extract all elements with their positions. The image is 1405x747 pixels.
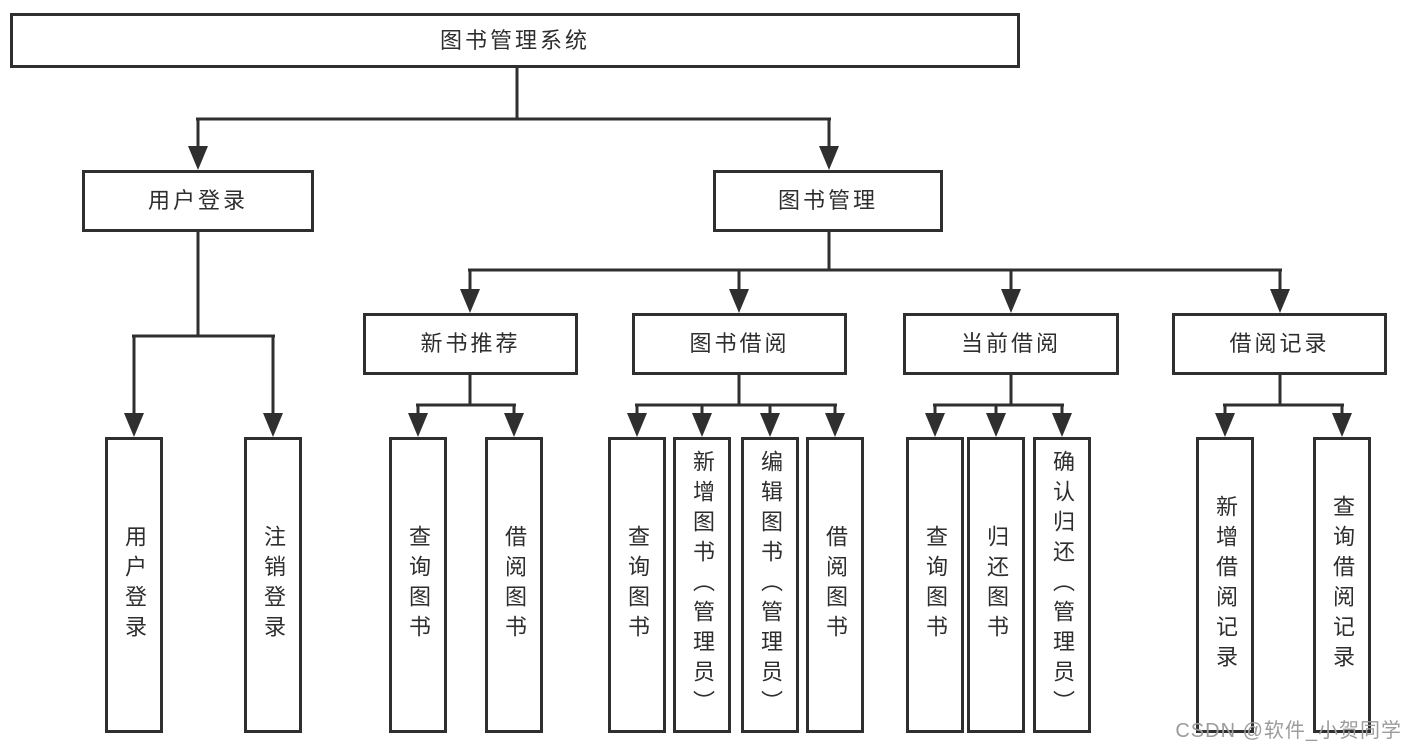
node-book-management-label: 图书管理	[777, 188, 878, 213]
node-current-borrow-label: 当前借阅	[960, 331, 1061, 356]
arrowhead-leaf-user-login	[124, 413, 144, 437]
leaf-nb-borrow-books: 借阅图书	[485, 437, 543, 733]
leaf-nb-query-books-label: 查询图书	[406, 525, 431, 645]
node-current-borrow: 当前借阅	[903, 313, 1119, 375]
leaf-logout: 注销登录	[244, 437, 302, 733]
leaf-bb-edit-book-admin: 编辑图书（管理员）	[741, 437, 799, 733]
leaf-bb-query-books-label: 查询图书	[625, 525, 650, 645]
node-book-borrow-label: 图书借阅	[689, 331, 790, 356]
arrowhead-book-borrow	[729, 289, 749, 313]
arrowhead-bb-query	[627, 413, 647, 437]
arrowhead-nb-borrow	[504, 413, 524, 437]
leaf-bb-query-books: 查询图书	[608, 437, 666, 733]
leaf-nb-query-books: 查询图书	[389, 437, 447, 733]
node-book-borrow: 图书借阅	[632, 313, 847, 375]
node-user-login-label: 用户登录	[147, 188, 248, 213]
arrowhead-leaf-logout	[263, 413, 283, 437]
leaf-bb-borrow-books: 借阅图书	[806, 437, 864, 733]
arrowhead-bb-add	[692, 413, 712, 437]
arrowhead-nb-query	[408, 413, 428, 437]
leaf-bb-add-book-admin-label: 新增图书（管理员）	[690, 450, 715, 720]
node-user-login: 用户登录	[82, 170, 314, 232]
node-borrow-records: 借阅记录	[1172, 313, 1387, 375]
leaf-cb-confirm-return-admin-label: 确认归还（管理员）	[1050, 450, 1075, 720]
arrowhead-book-management	[819, 146, 839, 170]
leaf-bb-add-book-admin: 新增图书（管理员）	[673, 437, 731, 733]
watermark: CSDN @软件_小贺同学	[1175, 720, 1402, 742]
node-library-management-system: 图书管理系统	[10, 13, 1020, 68]
arrowhead-new-book	[460, 289, 480, 313]
leaf-cb-return-books-label: 归还图书	[984, 525, 1009, 645]
leaf-cb-confirm-return-admin: 确认归还（管理员）	[1033, 437, 1091, 733]
leaf-cb-query-books-label: 查询图书	[923, 525, 948, 645]
arrowhead-current-borrow	[1001, 289, 1021, 313]
leaf-br-add-record-label: 新增借阅记录	[1213, 495, 1238, 675]
arrowhead-borrow-records	[1270, 289, 1290, 313]
leaf-cb-return-books: 归还图书	[967, 437, 1025, 733]
arrowhead-br-query	[1332, 413, 1352, 437]
arrowhead-cb-confirm	[1052, 413, 1072, 437]
arrowhead-cb-query	[925, 413, 945, 437]
leaf-cb-query-books: 查询图书	[906, 437, 964, 733]
arrowhead-user-login	[188, 146, 208, 170]
arrowhead-bb-borrow	[825, 413, 845, 437]
arrowhead-cb-return	[986, 413, 1006, 437]
leaf-br-add-record: 新增借阅记录	[1196, 437, 1254, 733]
node-new-book-recommend-label: 新书推荐	[420, 331, 521, 356]
node-borrow-records-label: 借阅记录	[1229, 331, 1330, 356]
leaf-user-login-label: 用户登录	[122, 525, 147, 645]
node-library-management-system-label: 图书管理系统	[439, 27, 590, 53]
leaf-logout-label: 注销登录	[261, 525, 286, 645]
arrowhead-bb-edit	[760, 413, 780, 437]
leaf-nb-borrow-books-label: 借阅图书	[502, 525, 527, 645]
node-new-book-recommend: 新书推荐	[363, 313, 578, 375]
leaf-br-query-record-label: 查询借阅记录	[1330, 495, 1355, 675]
leaf-bb-borrow-books-label: 借阅图书	[823, 525, 848, 645]
node-book-management: 图书管理	[713, 170, 943, 232]
leaf-user-login: 用户登录	[105, 437, 163, 733]
leaf-bb-edit-book-admin-label: 编辑图书（管理员）	[758, 450, 783, 720]
arrowhead-br-add	[1215, 413, 1235, 437]
leaf-br-query-record: 查询借阅记录	[1313, 437, 1371, 733]
